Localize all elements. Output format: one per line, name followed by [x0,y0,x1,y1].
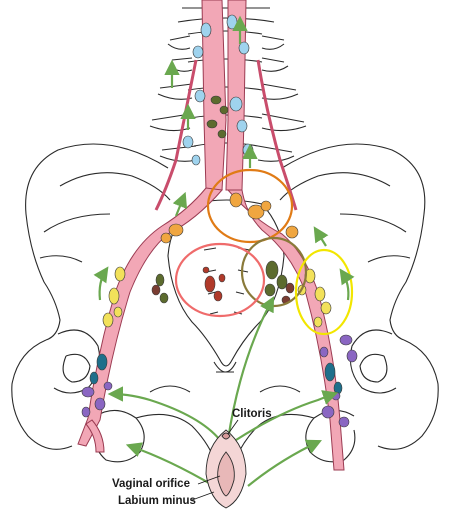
flow-arrow [247,439,322,487]
left-femoral-head [62,353,91,383]
clitoris-mark [221,432,231,440]
labium-minus-leader [191,491,215,501]
labium-minus-label: Labium minus [118,495,196,507]
vaginal-opening [217,451,235,497]
clitoris-leader [227,419,239,435]
vaginal-orifice-label: Vaginal orifice [112,478,190,490]
femoral-nodes [89,353,343,395]
left-hip-joint [11,329,145,463]
sacral-nodes [202,266,226,302]
flow-arrow [313,226,329,247]
orange-circle [206,168,294,244]
flow-arrow [172,191,188,217]
yellow-circle [294,248,354,336]
right-iliac-wing [279,143,426,341]
left-external-iliac-branch [85,419,105,453]
common-iliac-nodes [160,192,299,244]
clitoris-label: Clitoris [232,408,272,420]
flow-arrow [339,268,355,301]
flow-arrow [226,296,275,441]
right-hip-joint [305,329,439,463]
blood-vessels [77,0,345,471]
flow-arrow [93,266,109,301]
lymph-nodes [81,14,358,428]
vena-cava [225,0,247,191]
right-femoral-head [359,353,388,383]
flow-arrow [107,386,221,441]
red-circle [174,242,266,318]
left-iliac-wing [25,143,171,341]
vulva [205,429,247,509]
presacral-dark-nodes [155,95,288,304]
coccyx [213,361,237,373]
left-ovarian-vessel [154,59,198,211]
labels: Clitoris Vaginal orifice Labium minus [112,408,272,507]
flow-arrow [235,390,339,441]
inguinal-nodes [81,334,358,428]
vaginal-orifice-leader [197,475,221,485]
right-ovarian-vessel [256,59,298,211]
